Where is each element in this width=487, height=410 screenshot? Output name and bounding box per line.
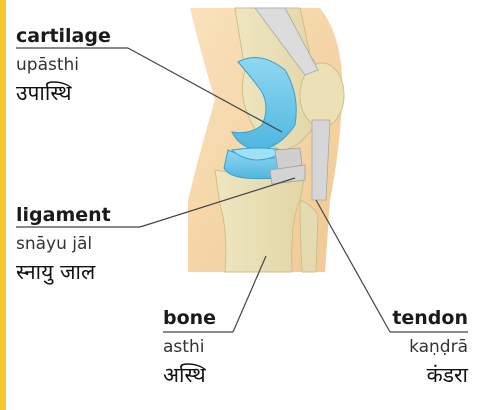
cartilage-transliteration: upāsthi — [16, 52, 111, 78]
cartilage-label: cartilage upāsthi उपास्थि — [16, 24, 111, 108]
cartilage-hindi: उपास्थि — [16, 78, 111, 108]
cartilage-english: cartilage — [16, 24, 111, 48]
fibula-bone — [300, 200, 318, 272]
ligament-english: ligament — [16, 203, 111, 227]
ligament-transliteration: snāyu jāl — [16, 231, 111, 257]
tendon-label: tendon kaṇḍrā कंडरा — [392, 306, 468, 390]
tendon-english: tendon — [392, 306, 468, 330]
tendon-transliteration: kaṇḍrā — [392, 334, 468, 360]
tendon-hindi: कंडरा — [392, 360, 468, 390]
tibia-bone — [215, 170, 305, 272]
bone-english: bone — [163, 306, 216, 330]
ligament-label: ligament snāyu jāl स्नायु जाल — [16, 203, 111, 287]
ligament-hindi: स्नायु जाल — [16, 257, 111, 287]
bone-transliteration: asthi — [163, 334, 216, 360]
bone-label: bone asthi अस्थि — [163, 306, 216, 390]
tendon-leader-diagonal — [316, 200, 390, 332]
bone-hindi: अस्थि — [163, 360, 216, 390]
